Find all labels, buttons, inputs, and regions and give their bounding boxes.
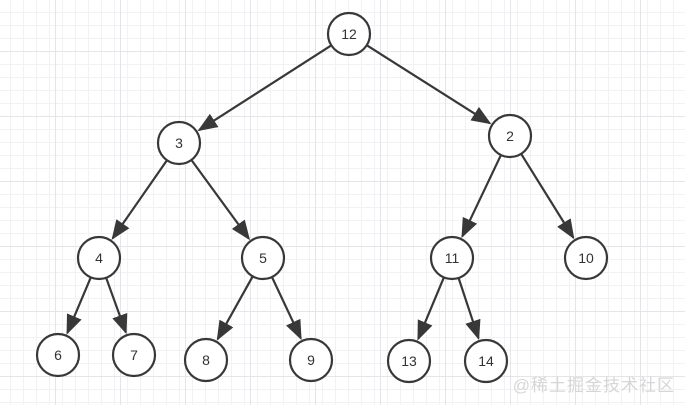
tree-node-label: 7 <box>130 347 138 363</box>
tree-node-12[interactable]: 12 <box>326 11 372 57</box>
tree-node-2[interactable]: 2 <box>487 113 533 159</box>
tree-node-10[interactable]: 10 <box>563 235 609 281</box>
tree-node-label: 11 <box>445 250 460 266</box>
tree-edge-12-3[interactable] <box>197 43 333 132</box>
tree-node-circle[interactable] <box>386 338 432 384</box>
tree-edge-5-8[interactable] <box>216 274 255 341</box>
tree-edge-2-10[interactable] <box>519 152 575 240</box>
tree-node-3[interactable]: 3 <box>156 120 202 166</box>
tree-node-label: 13 <box>401 353 417 369</box>
tree-node-label: 10 <box>578 250 594 266</box>
tree-edge-2-11[interactable] <box>461 153 503 239</box>
tree-node-circle[interactable] <box>288 337 334 383</box>
tree-node-circle[interactable] <box>563 235 609 281</box>
tree-edge-3-5[interactable] <box>189 158 251 241</box>
tree-edge-4-7[interactable] <box>104 276 128 335</box>
tree-node-14[interactable]: 14 <box>463 338 509 384</box>
tree-node-circle[interactable] <box>183 337 229 383</box>
tree-edge-5-9[interactable] <box>270 275 302 341</box>
tree-node-circle[interactable] <box>156 120 202 166</box>
tree-edge-12-2[interactable] <box>365 43 492 125</box>
tree-node-label: 6 <box>54 347 62 363</box>
tree-node-4[interactable]: 4 <box>76 235 122 281</box>
tree-node-circle[interactable] <box>487 113 533 159</box>
tree-edge-11-13[interactable] <box>417 276 446 341</box>
tree-node-7[interactable]: 7 <box>111 332 157 378</box>
tree-edge-11-14[interactable] <box>457 276 481 341</box>
tree-node-9[interactable]: 9 <box>288 337 334 383</box>
tree-node-circle[interactable] <box>429 235 475 281</box>
tree-node-circle[interactable] <box>463 338 509 384</box>
tree-edge-4-6[interactable] <box>66 275 93 335</box>
tree-node-label: 12 <box>341 26 357 42</box>
tree-node-label: 5 <box>259 250 267 266</box>
tree-node-circle[interactable] <box>240 235 286 281</box>
tree-edge-3-4[interactable] <box>111 158 169 240</box>
tree-node-circle[interactable] <box>35 332 81 378</box>
tree-node-label: 8 <box>202 352 210 368</box>
tree-node-label: 4 <box>95 250 103 266</box>
tree-node-circle[interactable] <box>326 11 372 57</box>
tree-node-label: 3 <box>175 135 183 151</box>
tree-node-label: 9 <box>307 352 315 368</box>
tree-node-circle[interactable] <box>111 332 157 378</box>
tree-node-5[interactable]: 5 <box>240 235 286 281</box>
tree-node-6[interactable]: 6 <box>35 332 81 378</box>
tree-node-label: 14 <box>478 353 494 369</box>
tree-node-label: 2 <box>506 128 514 144</box>
tree-node-circle[interactable] <box>76 235 122 281</box>
tree-node-13[interactable]: 13 <box>386 338 432 384</box>
tree-node-11[interactable]: 11 <box>429 235 475 281</box>
tree-node-8[interactable]: 8 <box>183 337 229 383</box>
